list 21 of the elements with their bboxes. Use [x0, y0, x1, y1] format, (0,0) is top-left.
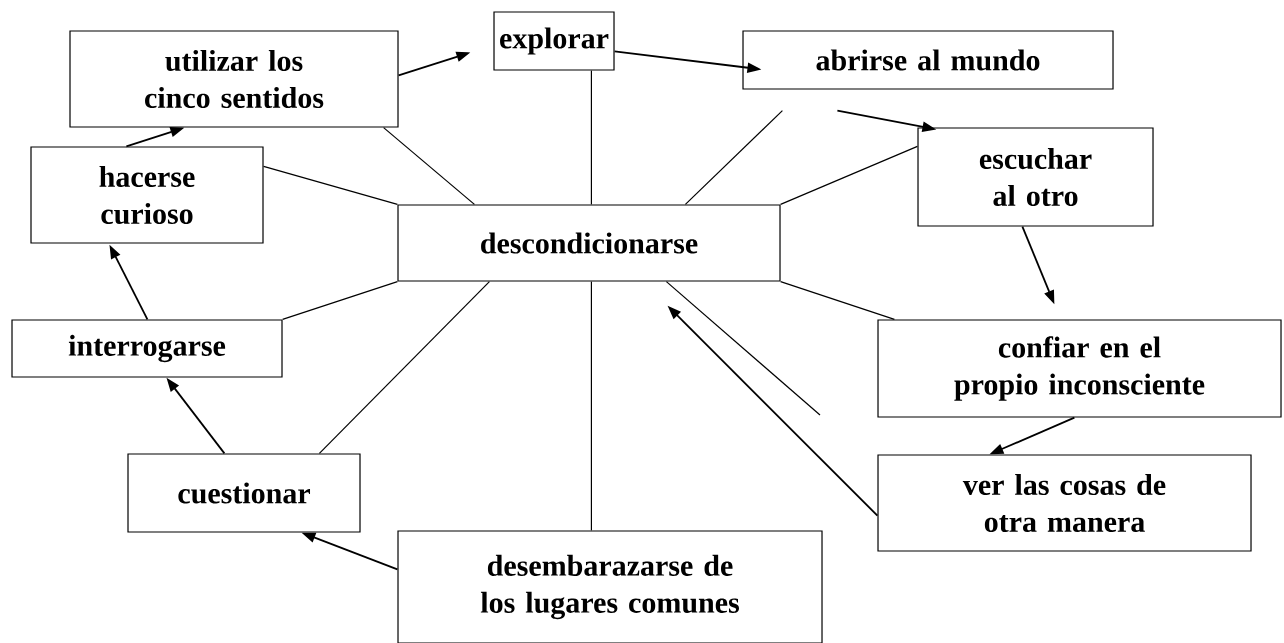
- concept-box: confiar en el propio inconsciente: [877, 319, 1282, 418]
- concept-box: abrirse al mundo: [742, 30, 1114, 90]
- concept-box: cuestionar: [127, 453, 361, 533]
- connector-line: [780, 281, 895, 320]
- connector-line: [780, 145, 918, 205]
- connector-line: [282, 281, 398, 320]
- connector-line: [318, 281, 490, 454]
- concept-box: descondicionarse: [397, 204, 781, 282]
- connector-line: [590, 70, 592, 205]
- concept-box: escuchar al otro: [917, 127, 1154, 227]
- concept-box: interrogarse: [11, 319, 283, 378]
- concept-box: hacerse curioso: [30, 146, 264, 244]
- concept-box: utilizar los cinco sentidos: [69, 30, 399, 128]
- connector-line: [590, 281, 592, 531]
- connector-line: [383, 127, 475, 205]
- connector-line: [263, 165, 398, 205]
- concept-box: desembarazarse de los lugares comunes: [397, 530, 823, 643]
- connector-line: [684, 110, 783, 205]
- connector-line: [665, 281, 821, 416]
- concept-box: explorar: [493, 11, 615, 71]
- concept-box: ver las cosas de otra manera: [877, 454, 1252, 552]
